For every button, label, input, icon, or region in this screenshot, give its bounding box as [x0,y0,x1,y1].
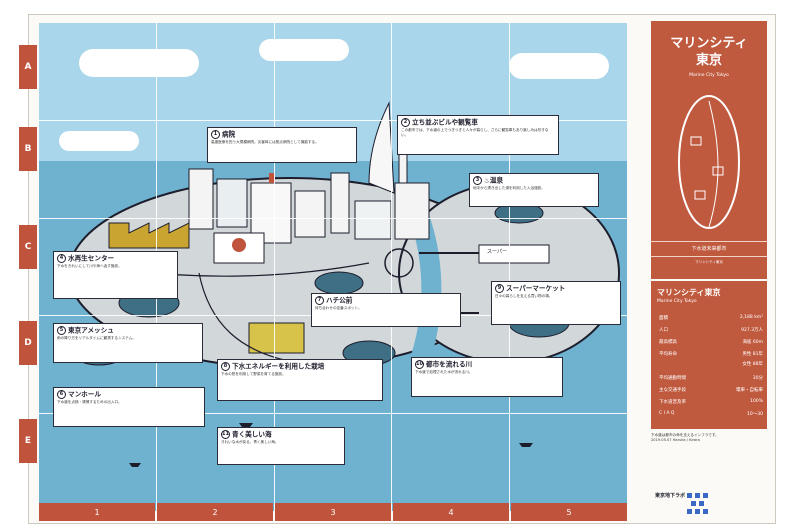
grid-line [39,413,627,414]
island-outline-icon [678,95,740,229]
lab-logo-text: 東京地下ラボ [655,493,686,499]
grid-line [274,23,275,511]
panel-note: マリンシティ東京 [695,260,723,264]
title-block: マリンシティ 東京 Marine City Tokyo [651,21,767,279]
cloud [509,53,609,79]
grid-line [39,218,627,219]
col-label-4: 4 [393,503,509,521]
panel-footnote: 下水道は都市の命を支えるインフラです。 2019.05.07 Haruka / … [651,433,719,442]
row-label-b: B [19,127,37,171]
row-label-a: A [19,45,37,89]
lab-pattern-icon [687,493,708,514]
data-row: 女性 88年 [742,362,763,367]
cloud [59,131,139,151]
panel-subtitle: Marine City Tokyo [689,73,729,78]
col-label-1: 1 [39,503,155,521]
data-row: 平均寿命男性 81年 [659,352,763,357]
data-row: 主な交通手段電車・自転車 [659,388,763,393]
grid-line [39,120,627,121]
info-panel: マリンシティ 東京 Marine City Tokyo 下水道未来都市 マリンシ… [643,15,775,523]
illustrated-map[interactable]: スーパー 渋谷 1病院 高度医療を担う大規模病院。災害時には拠点病院として機能す… [39,23,627,511]
callout-hot-spring[interactable]: 3♨温泉 地中から湧き出した湯を利用した入浴施設。 [469,173,599,207]
cloud [259,39,349,61]
data-row: 最高標高海抜 60m [659,340,763,345]
row-label-c: C [19,225,37,269]
col-label-2: 2 [157,503,273,521]
row-label-e: E [19,419,37,463]
panel-title: マリンシティ 東京 [670,36,748,68]
col-label-3: 3 [275,503,391,521]
grid-line [509,23,510,511]
col-label-5: 5 [511,503,627,521]
grid-line [391,23,392,511]
supermarket-sign: スーパー [487,249,507,255]
tagline-band: 下水道未来都市 [651,241,767,257]
map-sheet: スーパー 渋谷 1病院 高度医療を担う大規模病院。災害時には拠点病院として機能す… [19,14,776,524]
row-label-d: D [19,321,37,365]
cloud [79,49,199,77]
hot-spring-icon: ♨ [484,176,490,185]
